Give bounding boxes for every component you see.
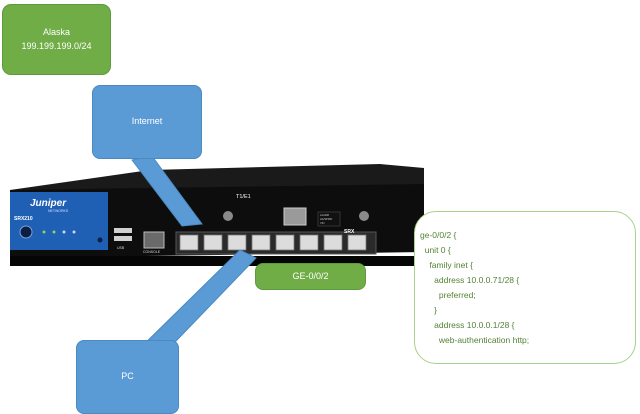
product-name-text: SRX <box>344 229 355 235</box>
config-line: web-authentication http; <box>420 335 530 345</box>
ethernet-port-icon <box>203 234 223 251</box>
router-bottom-lip <box>10 256 424 266</box>
interface-label-box: GE-0/0/2 <box>255 263 366 290</box>
console-label-text: CONSOLE <box>143 250 161 254</box>
ethernet-port-icon <box>227 234 247 251</box>
alarm-label-text: HA/SPRIN <box>320 217 332 221</box>
usb-label-text: USB <box>117 246 125 250</box>
alaska-title: Alaska <box>42 27 70 38</box>
internet-node: Internet <box>92 85 202 159</box>
screw-icon <box>223 211 233 221</box>
internet-label: Internet <box>131 116 163 127</box>
ethernet-port-icon <box>251 234 271 251</box>
juniper-logo-panel <box>10 192 108 250</box>
config-line: unit 0 { <box>420 245 451 255</box>
device-model-text: SRX210 <box>14 216 33 222</box>
ethernet-port-icon <box>299 234 319 251</box>
interface-label: GE-0/0/2 <box>292 270 329 281</box>
alaska-subnet: 199.199.199.0/24 <box>21 40 92 51</box>
juniper-brand-sub-text: NETWORKS <box>48 209 69 213</box>
ethernet-ports <box>179 234 367 251</box>
t1e1-port-icon <box>283 207 307 226</box>
juniper-srx210-router: Juniper NETWORKS SRX210 T1/E1 SRX USB CO… <box>10 164 424 266</box>
alaska-node-text: Alaska 199.199.199.0/24 <box>21 26 91 52</box>
interface-config-box: ge-0/0/2 { unit 0 { family inet { addres… <box>414 211 636 364</box>
config-line: ge-0/0/2 { <box>420 230 457 240</box>
power-button-icon <box>19 225 33 239</box>
ethernet-port-icon <box>275 234 295 251</box>
slot-label-text: T1/E1 <box>236 194 251 200</box>
console-port-icon <box>143 231 165 249</box>
pc-label: PC <box>121 371 134 382</box>
pc-node: PC <box>76 340 179 414</box>
alarm-led-block <box>317 211 341 227</box>
usb-port-icon <box>114 228 132 233</box>
usb-port-icon <box>114 236 132 241</box>
reset-button-icon <box>97 237 103 243</box>
config-line: address 10.0.0.71/28 { <box>420 275 520 285</box>
config-line: family inet { <box>420 260 473 270</box>
screw-icon <box>359 211 369 221</box>
alarm-label-text: VIO <box>320 221 324 225</box>
config-line: } <box>420 305 438 315</box>
alaska-network-node: Alaska 199.199.199.0/24 <box>2 4 111 75</box>
ethernet-port-icon <box>323 234 343 251</box>
juniper-brand-text: Juniper <box>30 198 67 209</box>
ethernet-port-icon <box>179 234 199 251</box>
alarm-label-text: ALARM <box>320 213 329 217</box>
ethernet-port-icon <box>347 234 367 251</box>
config-line: preferred; <box>420 290 476 300</box>
status-led-icon <box>42 230 46 234</box>
config-line: address 10.0.0.1/28 { <box>420 320 515 330</box>
status-led-icon <box>62 230 66 234</box>
status-led-icon <box>72 230 76 234</box>
status-led-icon <box>52 230 56 234</box>
